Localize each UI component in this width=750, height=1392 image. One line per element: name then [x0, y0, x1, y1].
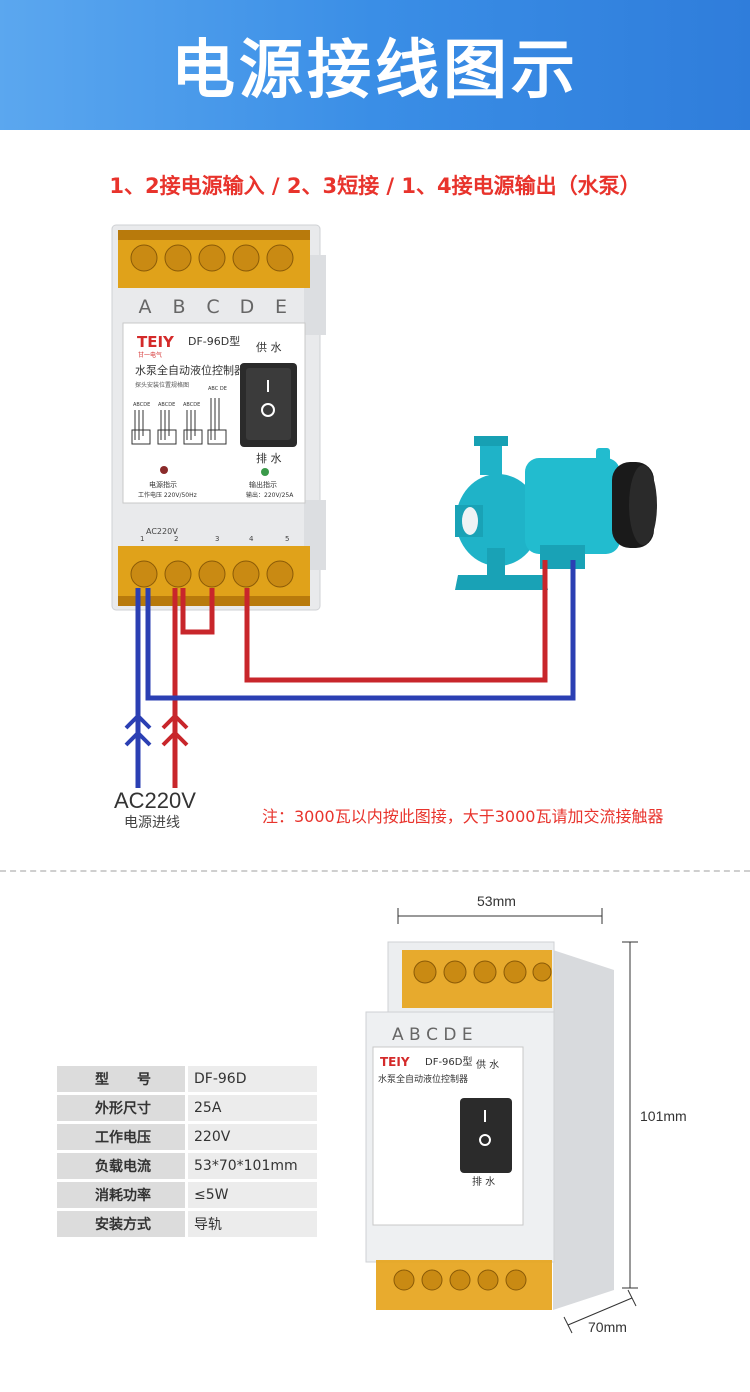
water-pump-image: [455, 436, 657, 590]
terminal-letter-e: E: [275, 296, 287, 318]
input-arrows: [124, 713, 189, 747]
brand-logo: TEIY: [137, 333, 175, 351]
spec-key: 型 号: [57, 1066, 185, 1092]
terminal-letter-a: A: [139, 296, 152, 318]
output-led: [261, 468, 269, 476]
dim-brand-logo: TEIY: [380, 1055, 410, 1069]
power-led: [160, 466, 168, 474]
spec-value: DF-96D: [185, 1066, 317, 1092]
product-name: 水泵全自动液位控制器: [135, 363, 245, 377]
ac-label: AC220V: [114, 788, 196, 813]
width-dimension: 53mm: [477, 893, 516, 909]
probe-label-3: ABCDE: [183, 402, 200, 408]
device-dimension-drawing: A B C D E TEIY DF-96D型 水泵全自动液位控制器 供 水 排 …: [365, 908, 638, 1334]
dim-drain-label: 排 水: [472, 1175, 495, 1188]
section-divider: [0, 870, 750, 872]
drain-label: 排 水: [256, 451, 282, 465]
ac-mark: AC220V: [146, 527, 178, 536]
bottom-terminal-1: 1: [140, 535, 144, 543]
pump-neutral-wire: [145, 560, 576, 701]
working-voltage-label: 工作电压 220V/50Hz: [138, 491, 197, 499]
output-indicator-label: 输出指示: [249, 480, 277, 489]
jumper-wire-2-3: [180, 588, 215, 635]
width-dimension-line: [397, 908, 603, 924]
spec-key: 消耗功率: [57, 1182, 185, 1208]
spec-key: 安装方式: [57, 1211, 185, 1237]
spec-value: 220V: [185, 1124, 317, 1150]
probe-note: 探头安装位置规格图: [135, 381, 189, 389]
dim-model-text: DF-96D型: [425, 1055, 473, 1068]
bottom-terminal-4: 4: [249, 535, 254, 543]
probe-label-4: ABC DE: [208, 386, 227, 392]
output-rating-label: 输出：220V/25A: [246, 491, 294, 499]
banner-title: 电源接线图示: [171, 34, 579, 108]
wiring-lines: [135, 560, 576, 788]
pump-live-wire: [244, 560, 548, 683]
brand-sub: 甘一电气: [138, 351, 162, 359]
controller-3d: A B C D E TEIY DF-96D型 水泵全自动液位控制器 供 水 排 …: [365, 941, 614, 1310]
dim-product-name: 水泵全自动液位控制器: [378, 1073, 468, 1085]
terminal-letter-d: D: [240, 296, 255, 318]
depth-dimension: 70mm: [588, 1319, 627, 1335]
probe-label-1: ABCDE: [133, 402, 150, 408]
bottom-terminal-2: 2: [174, 535, 178, 543]
spec-key: 外形尺寸: [57, 1095, 185, 1121]
bottom-terminal-3: 3: [215, 535, 219, 543]
table-row: 消耗功率≤5W: [57, 1182, 317, 1208]
bottom-terminal-5: 5: [285, 535, 289, 543]
spec-key: 负载电流: [57, 1153, 185, 1179]
wiring-diagram: A B C D E TEIY 甘一电气 DF-96D型 供 水 水泵全自动液位控…: [111, 224, 657, 788]
controller-front: A B C D E TEIY 甘一电气 DF-96D型 供 水 水泵全自动液位控…: [111, 224, 326, 611]
spec-value: 25A: [185, 1095, 317, 1121]
wiring-instruction: 1、2接电源输入 / 2、3短接 / 1、4接电源输出（水泵）: [109, 174, 641, 198]
depth-dimension-line: [563, 1289, 637, 1334]
supply-label: 供 水: [256, 340, 282, 354]
bottom-screws: [130, 560, 294, 588]
top-screws: [130, 244, 294, 272]
header-banner: 电源接线图示: [0, 0, 750, 130]
spec-value: ≤5W: [185, 1182, 317, 1208]
spec-value: 53*70*101mm: [185, 1153, 317, 1179]
ac-sublabel: 电源进线: [124, 815, 180, 831]
dim-terminal-letters: A B C D E: [392, 1025, 473, 1045]
wattage-note: 注：3000瓦以内按此图接，大于3000瓦请加交流接触器: [262, 807, 664, 826]
terminal-letter-c: C: [206, 296, 219, 318]
height-dimension-line: [622, 941, 638, 1289]
power-indicator-label: 电源指示: [149, 480, 177, 489]
spec-key: 工作电压: [57, 1124, 185, 1150]
rocker-switch[interactable]: [240, 363, 297, 447]
height-dimension: 101mm: [640, 1108, 687, 1124]
probe-label-2: ABCDE: [158, 402, 175, 408]
model-text: DF-96D型: [188, 334, 240, 348]
probe-diagrams: [131, 398, 227, 445]
spec-value: 导轨: [185, 1211, 317, 1237]
table-row: 安装方式导轨: [57, 1211, 317, 1237]
dim-supply-label: 供 水: [476, 1058, 499, 1071]
terminal-letter-b: B: [172, 296, 185, 318]
